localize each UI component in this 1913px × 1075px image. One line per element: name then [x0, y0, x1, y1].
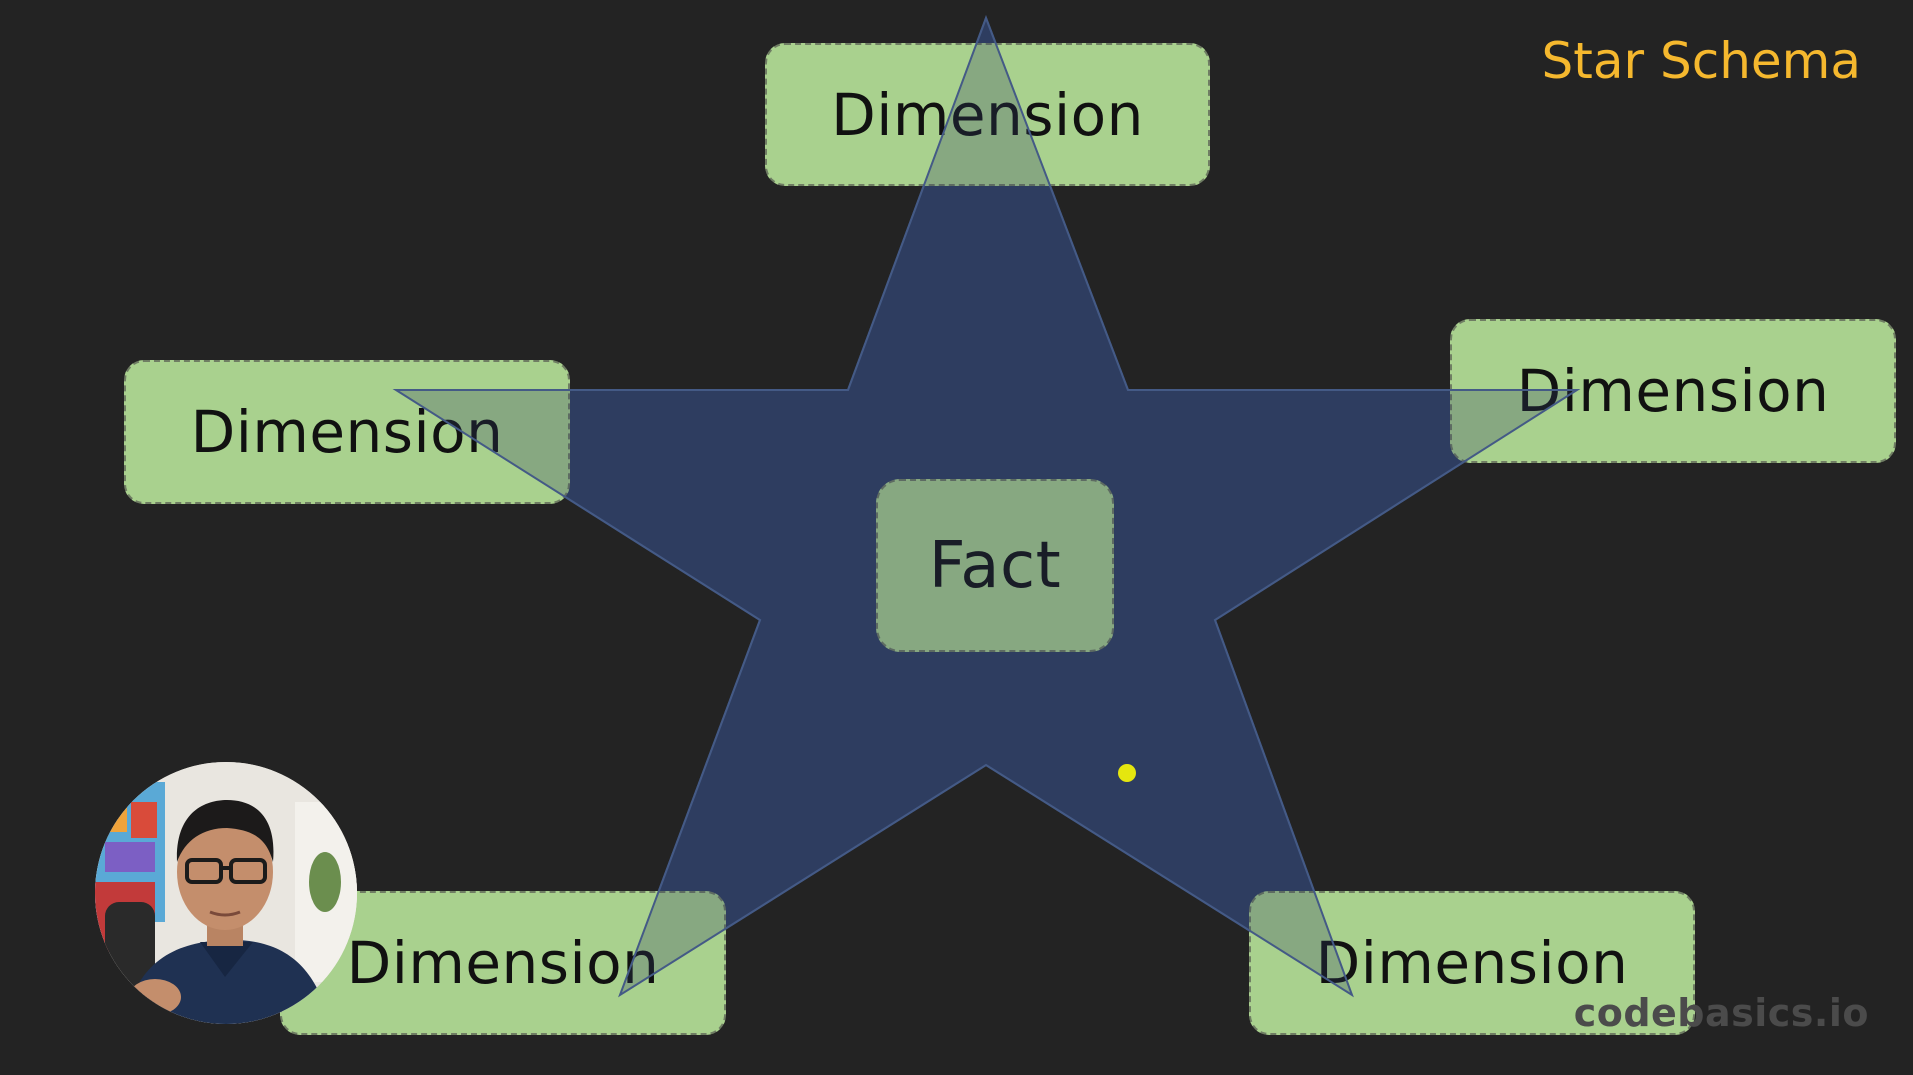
dimension-label: Dimension	[190, 398, 504, 466]
dimension-label: Dimension	[1315, 929, 1629, 997]
dimension-box-left: Dimension	[124, 360, 570, 504]
laser-pointer-icon	[1118, 764, 1136, 782]
dimension-box-top: Dimension	[765, 43, 1210, 186]
fact-label: Fact	[928, 528, 1062, 603]
dimension-box-right: Dimension	[1450, 319, 1896, 463]
dimension-label: Dimension	[831, 80, 1144, 149]
presenter-webcam-icon	[95, 762, 357, 1024]
dimension-label: Dimension	[1516, 357, 1830, 425]
watermark: codebasics.io	[1573, 991, 1869, 1035]
presenter-avatar-icon	[95, 762, 357, 1024]
slide-title: Star Schema	[1541, 32, 1861, 90]
fact-box: Fact	[876, 479, 1114, 652]
dimension-label: Dimension	[346, 929, 660, 997]
